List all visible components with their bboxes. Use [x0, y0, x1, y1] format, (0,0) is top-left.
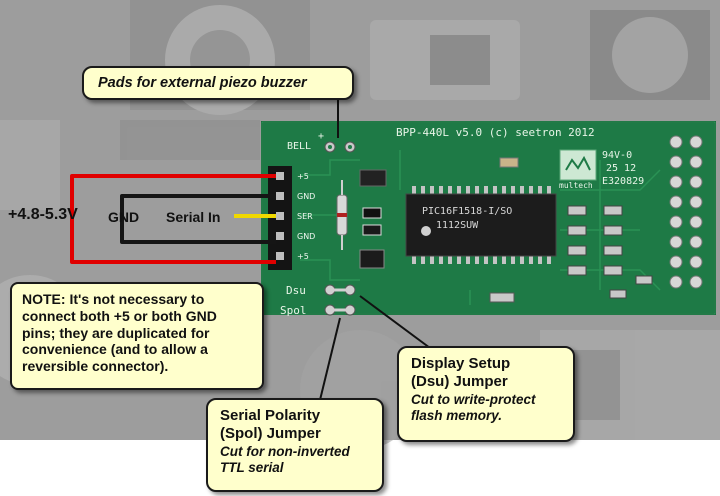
bell-plus-label: + [318, 131, 325, 142]
regulator [359, 249, 385, 269]
microchip-logo [421, 226, 431, 236]
callout-dsu-title-1: Display Setup [411, 355, 511, 372]
callout-note-text: NOTE: It's not necessary to connect both… [22, 291, 217, 375]
callout-piezo-title: Pads for external piezo buzzer [98, 75, 307, 91]
resistor-2 [362, 224, 382, 236]
cert-line-3: E320829 [602, 176, 645, 187]
callout-piezo: Pads for external piezo buzzer [82, 66, 354, 100]
transistor [359, 169, 387, 187]
serial-in-label: Serial In [166, 209, 221, 225]
capacitor-top [499, 157, 519, 168]
resistor-array [567, 205, 653, 299]
cert-line-1: 94V-0 [602, 150, 633, 161]
callout-spol: Serial Polarity (Spol) Jumper Cut for no… [206, 398, 384, 492]
board-title: BPP-440L v5.0 (c) seetron 2012 [396, 126, 595, 139]
callout-spol-sub-1: Cut for non-inverted [220, 444, 350, 460]
spol-label: Spol [280, 304, 307, 317]
spol-jumper [324, 304, 356, 316]
callout-dsu-sub-1: Cut to write-protect [411, 392, 536, 408]
multech-logo [559, 149, 597, 181]
pointer-dsu [359, 295, 431, 349]
header-pins [276, 172, 284, 260]
bell-label: BELL [287, 141, 312, 152]
pin-label-3: SER [297, 212, 313, 221]
pin-label-5: +5 [297, 252, 309, 261]
callout-spol-sub-2: TTL serial [220, 460, 284, 476]
callout-dsu-title-2: (Dsu) Jumper [411, 372, 508, 390]
logo-text: multech [559, 181, 593, 190]
voltage-label: +4.8-5.3V [8, 206, 78, 223]
gnd-label: GND [108, 209, 140, 225]
callout-dsu-sub-2: flash memory. [411, 408, 503, 424]
resistor-1 [362, 207, 382, 219]
chip-part-number: PIC16F1518-I/SO [422, 206, 513, 217]
pin-label-4: GND [297, 232, 316, 241]
callout-spol-title-1: Serial Polarity [220, 407, 321, 424]
callout-dsu: Display Setup (Dsu) Jumper Cut to write-… [397, 346, 575, 442]
pin-label-1: +5 [297, 172, 309, 181]
wire-plus5 [70, 174, 276, 264]
ic-chip [405, 193, 557, 257]
chip-date-code: 1112SUW [436, 220, 479, 231]
right-edge-pads [669, 135, 703, 289]
cert-line-2: 25 12 [606, 163, 637, 174]
wire-gnd [120, 194, 276, 244]
pin-label-2: GND [297, 192, 316, 201]
callout-spol-title-2: (Spol) Jumper [220, 424, 321, 442]
crystal [489, 292, 515, 303]
ic-pins [412, 186, 551, 264]
callout-note: NOTE: It's not necessary to connect both… [10, 282, 264, 390]
dsu-jumper [324, 284, 356, 296]
dsu-label: Dsu [286, 284, 306, 297]
pointer-spol [319, 317, 341, 401]
